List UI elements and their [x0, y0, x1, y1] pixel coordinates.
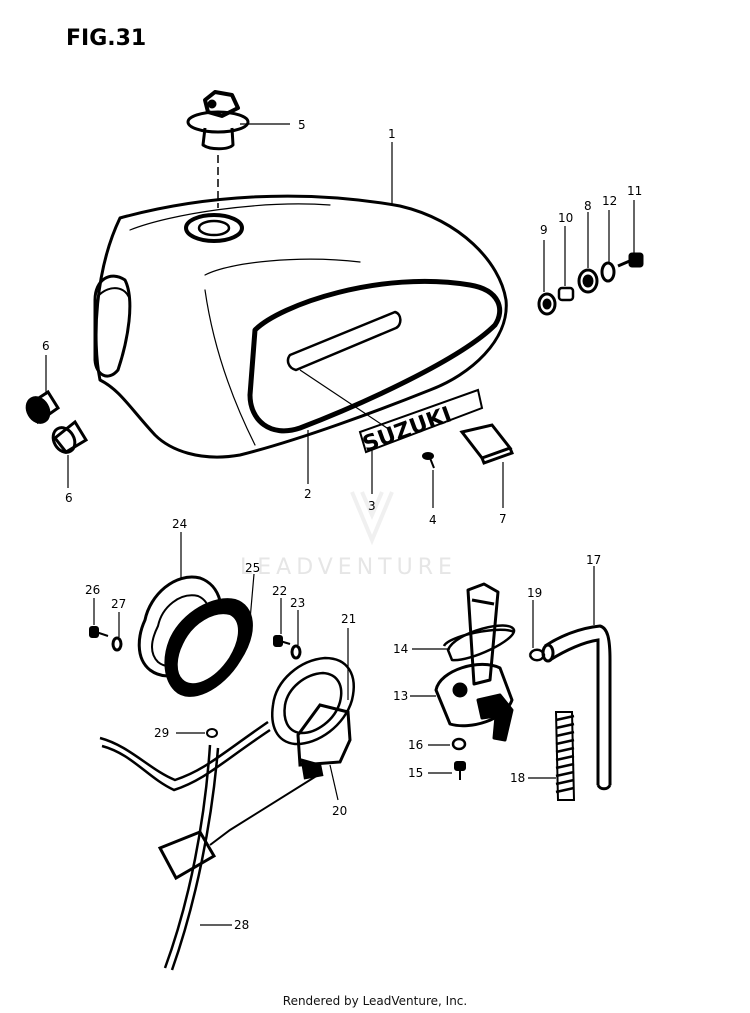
watermark-logo: [350, 491, 394, 546]
leader-lines: [45, 123, 635, 926]
callout-8: 8: [584, 199, 592, 213]
washer-9: [537, 292, 557, 316]
hose-spring: [554, 711, 576, 801]
callout-14: 14: [393, 642, 408, 656]
bolt-11: [617, 252, 644, 268]
callout-10: 10: [558, 211, 573, 225]
callout-6-lower: 6: [65, 491, 73, 505]
drain-screw-16: [451, 737, 467, 751]
fuel-gauge: [271, 656, 355, 780]
tank-emblem: SUZUKI: [358, 388, 484, 458]
watermark-text: LEADVENTURE: [240, 555, 457, 580]
hose-clip-19: [528, 648, 546, 662]
tank-cushion-upper: [25, 389, 61, 425]
callout-22: 22: [272, 584, 287, 598]
callout-3: 3: [368, 499, 376, 513]
fuel-cock: [434, 582, 516, 742]
callout-4: 4: [429, 513, 437, 527]
callout-19: 19: [527, 586, 542, 600]
callout-18: 18: [510, 771, 525, 785]
breather-hose: [99, 720, 271, 971]
callout-23: 23: [290, 596, 305, 610]
callout-25: 25: [245, 561, 260, 575]
callout-16: 16: [408, 738, 423, 752]
tank-cushion-lower: [51, 419, 89, 454]
callout-7: 7: [499, 512, 507, 526]
callout-13: 13: [393, 689, 408, 703]
gauge-gasket-25: [164, 598, 253, 697]
hose-clip-29: [206, 728, 218, 738]
screw-15: [454, 761, 466, 780]
washer-27: [111, 636, 123, 652]
callout-11: 11: [627, 184, 642, 198]
callout-2: 2: [304, 487, 312, 501]
callout-21: 21: [341, 612, 356, 626]
emblem-cushion: [459, 423, 514, 465]
callout-9: 9: [540, 223, 548, 237]
screw-26: [89, 626, 109, 638]
emblem-screw: [422, 452, 435, 469]
fuel-hose: [541, 624, 612, 791]
float-arm: [209, 774, 319, 846]
callout-6-upper: 6: [42, 339, 50, 353]
callout-29: 29: [154, 726, 169, 740]
figure-title: FIG.31: [66, 26, 147, 51]
callout-17: 17: [586, 553, 601, 567]
washer-12: [600, 261, 616, 283]
callout-28: 28: [234, 918, 249, 932]
cushion-8: [577, 268, 599, 294]
callout-12: 12: [602, 194, 617, 208]
callout-1: 1: [388, 127, 396, 141]
callout-labels: 1 2 3 4 5 6 6 7 8 9 10 11 12 13 14 15 16…: [42, 118, 642, 932]
callout-20: 20: [332, 804, 347, 818]
callout-27: 27: [111, 597, 126, 611]
fuel-cap: [186, 90, 250, 151]
fuel-cock-gasket-14: [442, 628, 515, 647]
callout-26: 26: [85, 583, 100, 597]
screw-22: [273, 635, 291, 647]
gauge-float: [157, 830, 217, 881]
callout-15: 15: [408, 766, 423, 780]
footer-credit: Rendered by LeadVenture, Inc.: [282, 994, 468, 1008]
callout-24: 24: [172, 517, 187, 531]
collar-10: [557, 286, 575, 302]
fuel-tank: [93, 194, 508, 459]
washer-23: [290, 644, 302, 660]
callout-5: 5: [298, 118, 306, 132]
